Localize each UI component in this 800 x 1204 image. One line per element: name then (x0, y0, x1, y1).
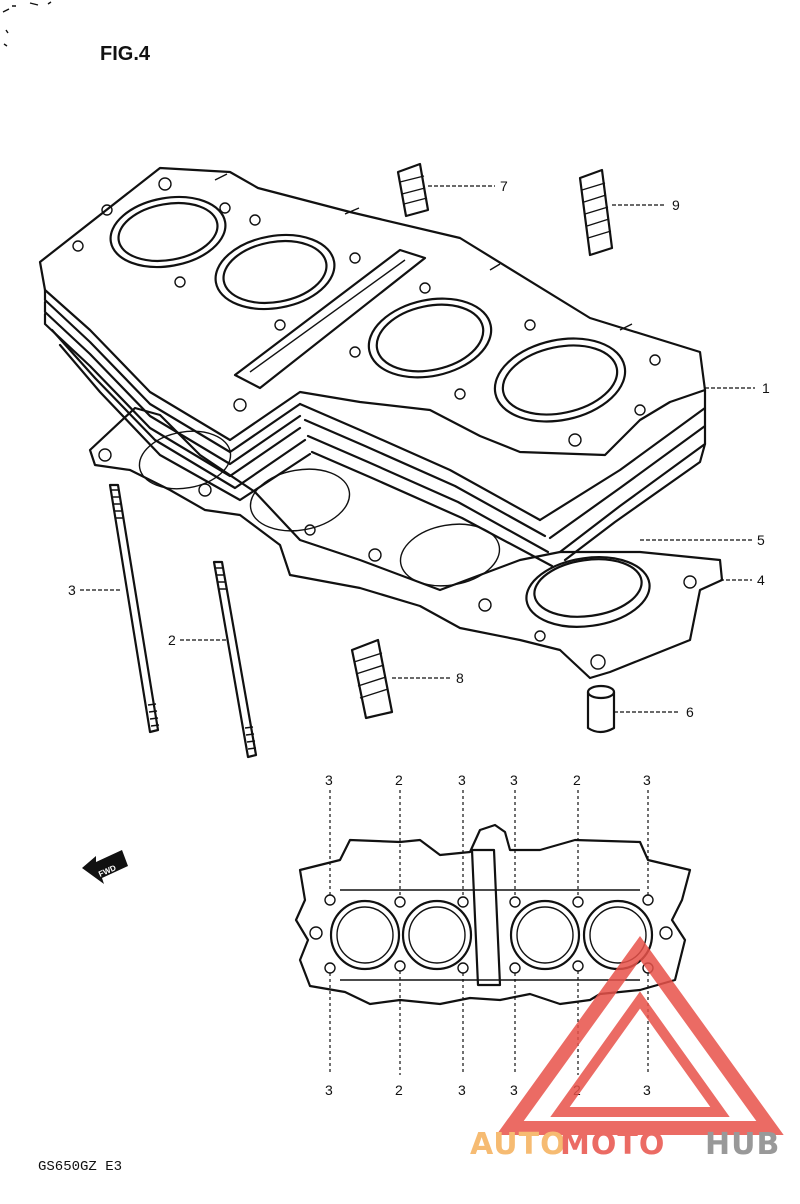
fwd-arrow-icon: FWD (82, 850, 128, 884)
scan-marks (2, 1, 52, 47)
callout-seal-medium: 8 (456, 670, 464, 686)
stud-sequence-bottom: 3 2 3 3 2 3 (325, 1082, 651, 1098)
stud-label-top-4: 3 (510, 772, 518, 788)
watermark-text-auto: AUTO (470, 1127, 567, 1162)
callout-dowel: 6 (686, 704, 694, 720)
callout-cylinder: 1 (762, 380, 770, 396)
stud-label-bottom-1: 3 (325, 1082, 333, 1098)
callout-seal-small: 7 (500, 178, 508, 194)
callout-o-ring: 5 (757, 532, 765, 548)
stud-label-top-5: 2 (573, 772, 581, 788)
stud-label-bottom-6: 3 (643, 1082, 651, 1098)
callout-stud-short: 2 (168, 632, 176, 648)
cylinder-block (38, 166, 707, 568)
o-ring (525, 556, 651, 628)
callout-stud-long: 3 (68, 582, 76, 598)
callout-gasket: 4 (757, 572, 765, 588)
figure-title: FIG.4 (100, 43, 151, 65)
stud-sequence-top: 3 2 3 3 2 3 (325, 772, 651, 788)
stud-label-bottom-2: 2 (395, 1082, 403, 1098)
stud-label-bottom-4: 3 (510, 1082, 518, 1098)
stud-label-top-1: 3 (325, 772, 333, 788)
dowel-pin (586, 684, 616, 734)
watermark-text-moto: MOTO (560, 1127, 665, 1162)
watermark-logo: AUTO MOTO HUB (470, 936, 784, 1162)
stud-label-top-3: 3 (458, 772, 466, 788)
callout-seal-large: 9 (672, 197, 680, 213)
stud-long (108, 483, 160, 734)
watermark-text-hub: HUB (705, 1127, 780, 1162)
leader-lines (80, 185, 755, 713)
model-code: GS650GZ E3 (38, 1159, 122, 1175)
stud-layout-diagram (294, 790, 692, 1075)
cylinder-base-gasket (88, 406, 724, 680)
stud-label-top-6: 3 (643, 772, 651, 788)
stud-short (212, 560, 258, 759)
valve-seal-medium (350, 638, 394, 720)
stud-label-bottom-3: 3 (458, 1082, 466, 1098)
valve-seal-large (578, 168, 614, 257)
stud-label-top-2: 2 (395, 772, 403, 788)
valve-seal-small (396, 162, 430, 218)
